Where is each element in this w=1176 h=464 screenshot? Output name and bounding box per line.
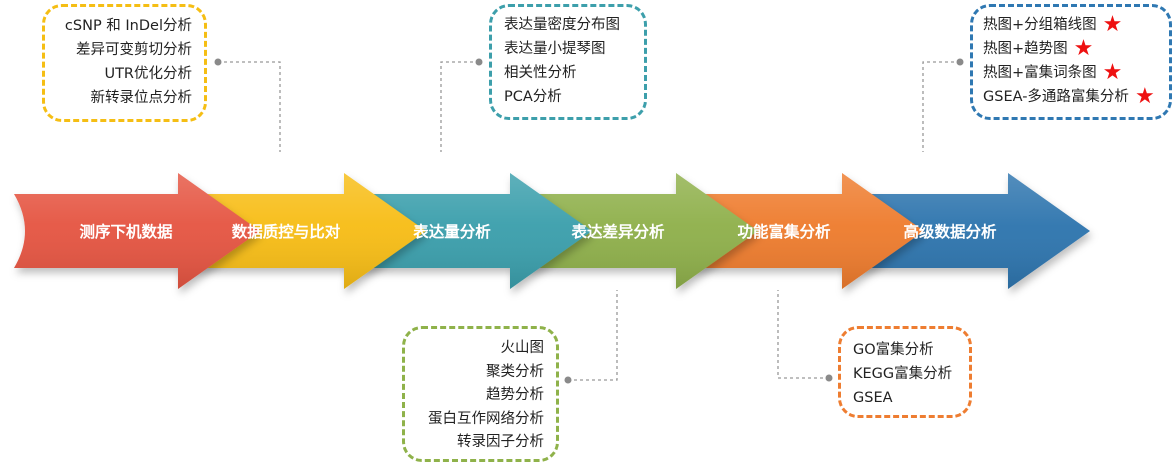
stage-arrow-shine (844, 173, 1090, 289)
box-item: 热图+趋势图 ★ (983, 37, 1157, 61)
box-item: 热图+富集词条图 ★ (983, 61, 1157, 85)
box-item: 差异可变剪切分析 (76, 42, 192, 58)
box-item-label: 热图+富集词条图 (983, 65, 1097, 81)
box-item: PCA分析 (504, 89, 562, 105)
stage-label: 表达差异分析 (570, 222, 665, 241)
box-expression-analysis: 表达量密度分布图 表达量小提琴图 相关性分析 PCA分析 (489, 4, 647, 120)
box-item: 相关性分析 (504, 65, 577, 81)
dot-icon (825, 374, 833, 382)
box-item-label: GSEA-多通路富集分析 (983, 89, 1129, 105)
box-item: 表达量密度分布图 (504, 17, 620, 33)
box-item: 聚类分析 (486, 363, 544, 380)
connectors (214, 58, 964, 384)
dot-icon (214, 58, 222, 66)
box-item: UTR优化分析 (104, 66, 192, 82)
box-item: 新转录位点分析 (90, 90, 193, 106)
dot-icon (564, 376, 572, 384)
stage-arrow-shine (678, 173, 924, 289)
stage-label: 数据质控与比对 (232, 222, 341, 241)
stage-arrow-shine (14, 173, 260, 289)
stage-label: 表达量分析 (412, 222, 491, 241)
box-item: GSEA (853, 390, 893, 406)
box-item: cSNP 和 InDel分析 (64, 18, 192, 34)
connector-variant (218, 61, 281, 152)
box-item: 转录因子分析 (457, 434, 544, 450)
box-item-label: 热图+趋势图 (983, 41, 1068, 57)
box-item: 蛋白互作网络分析 (428, 410, 544, 427)
connector-differential (568, 290, 618, 381)
star-icon: ★ (1102, 12, 1123, 37)
stage-labels: 测序下机数据 数据质控与比对 表达量分析 表达差异分析 功能富集分析 高级数据分析 (79, 222, 997, 241)
stage-arrow-shine (346, 173, 592, 289)
stage-arrows (14, 173, 1090, 289)
stage-label: 测序下机数据 (79, 222, 173, 241)
stage-arrow-shine (180, 173, 426, 289)
box-enrichment-analysis: GO富集分析 KEGG富集分析 GSEA (838, 326, 972, 418)
connector-advanced (922, 61, 960, 152)
stage-arrow-shine (512, 173, 758, 289)
box-differential-analysis: 火山图 聚类分析 趋势分析 蛋白互作网络分析 转录因子分析 (402, 326, 559, 462)
connector-enrichment (777, 290, 829, 379)
box-item: KEGG富集分析 (853, 366, 953, 382)
star-icon: ★ (1102, 60, 1123, 85)
box-item: GO富集分析 (853, 342, 934, 358)
box-variant-analysis: cSNP 和 InDel分析 差异可变剪切分析 UTR优化分析 新转录位点分析 (42, 4, 207, 122)
dot-icon (475, 58, 483, 66)
box-item: GSEA-多通路富集分析 ★ (983, 85, 1157, 109)
dot-icon (956, 58, 964, 66)
box-item: 火山图 (500, 340, 545, 356)
box-item: 表达量小提琴图 (504, 41, 606, 57)
box-advanced-analysis: 热图+分组箱线图 ★ 热图+趋势图 ★ 热图+富集词条图 ★ GSEA-多通路富集分析… (970, 4, 1172, 120)
star-icon: ★ (1073, 36, 1094, 61)
stage-label: 功能富集分析 (737, 222, 831, 241)
box-item: 趋势分析 (486, 387, 544, 403)
star-icon: ★ (1134, 84, 1155, 109)
stage-label: 高级数据分析 (903, 222, 997, 241)
box-item: 热图+分组箱线图 ★ (983, 13, 1157, 37)
box-item-label: 热图+分组箱线图 (983, 17, 1097, 33)
connector-expression (440, 61, 479, 152)
